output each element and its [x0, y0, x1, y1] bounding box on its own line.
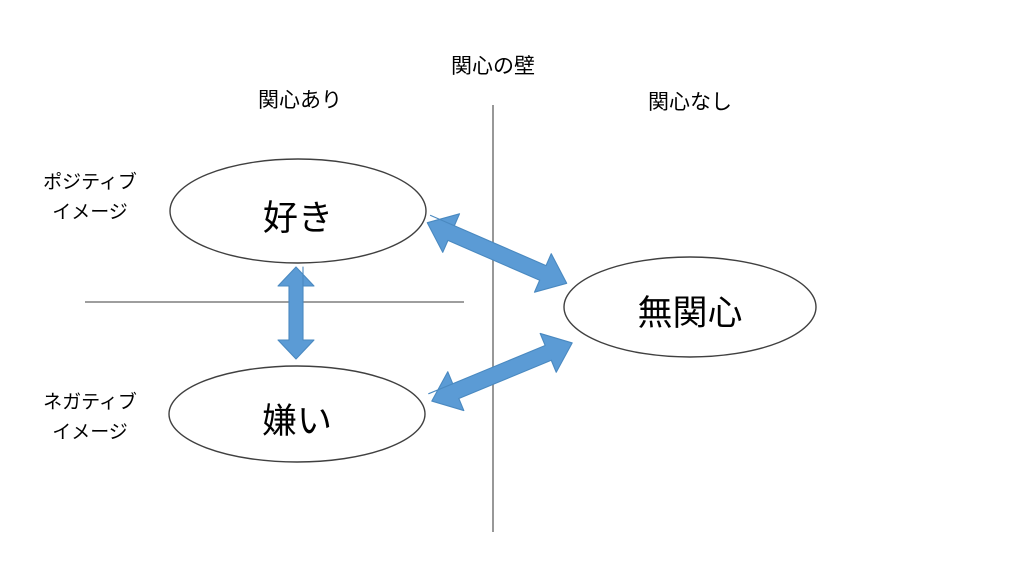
node-ellipse-dislike [168, 365, 426, 463]
arrow-like-indifferent [426, 213, 568, 293]
arrow-dislike-indifferent [428, 332, 573, 412]
axis-label-positive-image-line1: ポジティブ [43, 172, 137, 193]
arrow-like-dislike [277, 266, 315, 360]
node-label-like: 好き [262, 199, 333, 238]
axis-label-interest-no: 関心なし [648, 91, 732, 114]
node-label-dislike: 嫌い [261, 402, 332, 441]
node-ellipse-like [169, 158, 427, 264]
node-label-indifferent: 無関心 [637, 294, 743, 333]
node-ellipse-indifferent [563, 256, 817, 358]
axis-label-negative-image-line1: ネガティブ [43, 392, 137, 413]
wall-title-label: 関心の壁 [451, 55, 535, 78]
axis-label-interest-yes: 関心あり [258, 89, 342, 112]
axis-label-positive-image-line2: イメージ [52, 202, 128, 223]
axis-label-negative-image-line2: イメージ [52, 422, 128, 443]
